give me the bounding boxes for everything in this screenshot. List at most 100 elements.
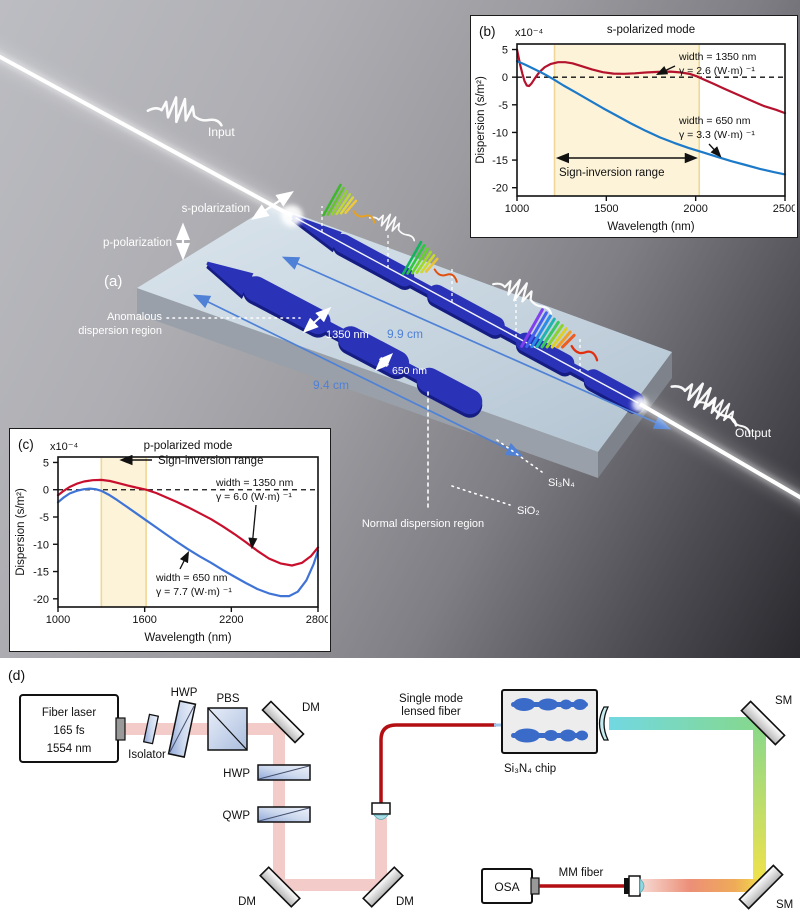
yellow-red-beam xyxy=(635,879,757,892)
annotation-arrow xyxy=(248,504,258,550)
x-axis-label: Wavelength (nm) xyxy=(144,632,231,644)
dm2-label: DM xyxy=(238,896,256,908)
isolator xyxy=(142,713,160,745)
x-tick-label: 2000 xyxy=(683,203,707,215)
annotation-arrow xyxy=(655,65,676,75)
y-tick-label: 0 xyxy=(502,72,508,84)
x-tick-label: 1000 xyxy=(46,614,70,626)
panel-a-label: (a) xyxy=(104,273,122,290)
chart-title: p-polarized mode xyxy=(144,440,233,452)
white-pulse-icon xyxy=(492,278,553,315)
input-label: Input xyxy=(208,125,235,139)
collimating-lens xyxy=(598,706,610,741)
exit-glow xyxy=(632,396,648,412)
curve-width-650-nm xyxy=(515,59,787,176)
length-9-4-label: 9.4 cm xyxy=(313,378,349,392)
s-polarization-label: s-polarization xyxy=(182,203,250,215)
chip-illustration: Input Output s-polarization p-polarizati… xyxy=(0,44,800,530)
sign-inversion-band xyxy=(101,458,147,607)
anomalous-region-label-2: dispersion region xyxy=(78,325,162,337)
dichroic-mirror-2 xyxy=(259,866,301,908)
axes-frame xyxy=(57,456,319,608)
y-tick-label: -5 xyxy=(39,512,49,524)
sio2-label: SiO₂ xyxy=(517,505,540,517)
axis-offset-label: x10⁻⁴ xyxy=(50,441,79,453)
dichroic-mirror-3 xyxy=(362,866,404,908)
x-axis-label: Wavelength (nm) xyxy=(607,221,694,233)
fiber-laser-label-2: 165 fs xyxy=(53,725,85,737)
y-tick-label: -15 xyxy=(492,155,508,167)
green-yellow-beam xyxy=(753,719,766,885)
panel-label: (c) xyxy=(18,437,34,452)
annotation-arrow xyxy=(179,550,190,570)
band-label: Sign-inversion range xyxy=(158,455,263,467)
y-axis-label: Dispersion (s/m²) xyxy=(15,488,27,576)
panel-label: (b) xyxy=(479,24,496,39)
half-wave-plate-2 xyxy=(257,764,311,781)
polarizing-beam-splitter xyxy=(207,707,248,751)
series-annotation: width = 650 nm xyxy=(155,572,228,584)
white-pulse-icon xyxy=(697,399,751,435)
panel-a-3d-scene: Input Output s-polarization p-polarizati… xyxy=(0,0,800,659)
curve-width-1350-nm xyxy=(515,48,787,115)
series-annotation: γ = 3.3 (W·m) ⁻¹ xyxy=(679,129,755,141)
fiber-collimator-2 xyxy=(624,875,645,897)
sio2-leader-line xyxy=(451,485,511,506)
normal-region-label: Normal dispersion region xyxy=(362,518,484,530)
x-tick-label: 1000 xyxy=(505,203,529,215)
spectrum-pulse-icon xyxy=(322,183,376,224)
pbs-label: PBS xyxy=(216,693,239,705)
band-label: Sign-inversion range xyxy=(559,167,664,179)
silver-mirror-1 xyxy=(740,700,786,746)
series-annotation: γ = 6.0 (W·m) ⁻¹ xyxy=(216,491,292,503)
dichroic-mirror-1 xyxy=(261,700,305,744)
x-tick-label: 2200 xyxy=(219,614,243,626)
qwp-label: QWP xyxy=(223,810,251,822)
dm1-label: DM xyxy=(302,702,320,714)
half-wave-plate-1 xyxy=(167,700,197,758)
length-9-9-label: 9.9 cm xyxy=(387,327,423,341)
series-annotation: γ = 7.7 (W·m) ⁻¹ xyxy=(156,586,232,598)
panel-d-setup-diagram: (d) Fiber laser 165 fs 1554 nm Isola xyxy=(0,658,800,921)
curve-width-650-nm xyxy=(56,487,320,598)
fiber-collimator-1 xyxy=(371,802,391,820)
width-1350-label: 1350 nm xyxy=(326,329,369,341)
y-tick-label: 5 xyxy=(502,45,508,57)
y-tick-label: 5 xyxy=(43,457,49,469)
x-tick-label: 2800 xyxy=(306,614,328,626)
osa-label: OSA xyxy=(494,880,519,894)
hwp1-label: HWP xyxy=(171,687,198,699)
si3n4-label: Si₃N₄ xyxy=(548,477,575,489)
output-label: Output xyxy=(735,426,772,440)
length-arrow-bottom xyxy=(192,294,524,457)
lensed-fiber xyxy=(379,723,496,804)
y-tick-label: -5 xyxy=(498,100,508,112)
annotation-arrow xyxy=(708,143,722,158)
laser-output-port xyxy=(115,717,126,741)
curve-width-1350-nm xyxy=(56,478,320,567)
width-arrow-650 xyxy=(374,352,394,372)
lensed-fiber-label-1: Single mode xyxy=(399,693,463,705)
axes-frame xyxy=(516,43,786,197)
sm1-label: SM xyxy=(775,695,792,707)
panel-d-label: (d) xyxy=(8,667,25,683)
osa-port xyxy=(530,877,540,895)
axis-offset-label: x10⁻⁴ xyxy=(515,27,544,39)
light-beam-core xyxy=(0,54,293,218)
lensed-fiber-label-2: lensed fiber xyxy=(401,706,461,718)
x-tick-label: 2500 xyxy=(773,203,795,215)
experimental-setup: (d) Fiber laser 165 fs 1554 nm Isola xyxy=(8,667,793,911)
spectrum-pulse-icon xyxy=(401,240,458,283)
y-tick-label: -10 xyxy=(33,539,49,551)
series-annotation: width = 1350 nm xyxy=(215,477,294,489)
x-tick-label: 1600 xyxy=(132,614,156,626)
y-tick-label: -20 xyxy=(492,183,508,195)
quarter-wave-plate xyxy=(257,806,311,823)
entry-glow xyxy=(281,205,303,227)
width-arrow-1350 xyxy=(302,306,332,334)
y-tick-label: 0 xyxy=(43,485,49,497)
